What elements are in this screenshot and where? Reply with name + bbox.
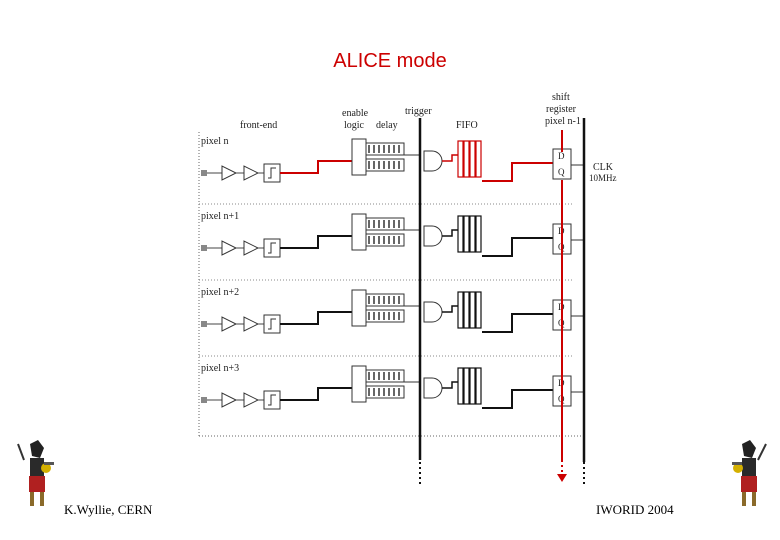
pixel-label: pixel n+3: [201, 363, 239, 374]
discriminator-box: [263, 238, 281, 258]
enable-logic-block: [351, 213, 367, 251]
fifo-cell: [475, 367, 482, 405]
clk-label: CLK: [593, 162, 614, 173]
input-terminal: [201, 170, 207, 176]
pixel-row: pixel n DQ: [201, 136, 584, 183]
pixel-row: pixel n+1DQ: [199, 203, 584, 258]
header-register: register: [546, 104, 577, 115]
fifo-cell: [469, 291, 476, 329]
preamp-triangle: [221, 165, 238, 181]
and-gate: [423, 150, 443, 172]
fifo-cell: [463, 140, 470, 178]
fifo-cell: [475, 291, 482, 329]
enable-logic-block: [351, 138, 367, 176]
fifo-cell: [457, 215, 464, 253]
header-delay: delay: [376, 120, 398, 131]
fifo-cell: [457, 291, 464, 329]
gate-to-fifo-wire: [442, 229, 458, 237]
enable-logic-block: [351, 289, 367, 327]
footer-author: K.Wyllie, CERN: [64, 502, 153, 517]
enable-logic-block: [351, 365, 367, 403]
shaper-triangle: [243, 165, 260, 181]
fifo-cell: [469, 140, 476, 178]
discriminator-symbol: [268, 242, 276, 254]
pixel-output-wire: [280, 387, 352, 401]
header-trigger: trigger: [405, 106, 432, 117]
and-gate: [423, 377, 443, 399]
discriminator-symbol: [268, 394, 276, 406]
preamp-triangle: [221, 392, 238, 408]
and-gate: [423, 225, 443, 247]
discriminator-box: [263, 314, 281, 334]
fifo-cell: [463, 215, 470, 253]
slide-title: ALICE mode: [333, 50, 447, 72]
fifo-cell: [457, 140, 464, 178]
pixel-label: pixel n: [201, 136, 229, 147]
flipflop-q-label: Q: [558, 167, 565, 177]
discriminator-box: [263, 163, 281, 183]
fifo-output-wire: [482, 313, 553, 333]
fifo-cell: [463, 291, 470, 329]
shaper-triangle: [243, 316, 260, 332]
header-pixel-n-1: pixel n-1: [545, 116, 581, 127]
pixel-output-wire: [280, 160, 352, 174]
shift-chain-arrow: [557, 474, 567, 482]
pixel-row: pixel n+2DQ: [199, 279, 584, 334]
header-enable: enable: [342, 108, 369, 119]
preamp-triangle: [221, 316, 238, 332]
fifo-output-wire: [482, 162, 553, 182]
piper-figure-left: [17, 440, 54, 506]
discriminator-symbol: [268, 318, 276, 330]
pixel-output-wire: [280, 235, 352, 249]
fifo-cell: [475, 140, 482, 178]
header-front-end: front-end: [240, 120, 277, 131]
fifo-cell: [457, 367, 464, 405]
fifo-output-wire: [482, 237, 553, 257]
gate-to-fifo-wire: [442, 381, 458, 389]
preamp-triangle: [221, 240, 238, 256]
pixel-row: pixel n+3DQ: [199, 355, 584, 410]
piper-figure-right: [732, 440, 767, 506]
and-gate: [423, 301, 443, 323]
fifo-cell: [475, 215, 482, 253]
gate-to-fifo-wire: [442, 305, 458, 313]
discriminator-symbol: [268, 167, 276, 179]
input-terminal: [201, 245, 207, 251]
fifo-cell: [469, 215, 476, 253]
gate-to-fifo-wire: [442, 154, 458, 162]
discriminator-box: [263, 390, 281, 410]
fifo-output-wire: [482, 389, 553, 409]
header-shift: shift: [552, 92, 570, 103]
pixel-label: pixel n+2: [201, 287, 239, 298]
pixel-label: pixel n+1: [201, 211, 239, 222]
footer-conference: IWORID 2004: [596, 502, 674, 517]
shaper-triangle: [243, 392, 260, 408]
shaper-triangle: [243, 240, 260, 256]
shift-register-chain: [557, 130, 567, 482]
clk-freq-label: 10MHz: [589, 173, 617, 183]
input-terminal: [201, 321, 207, 327]
header-logic: logic: [344, 120, 365, 131]
flipflop-d-label: D: [558, 151, 565, 161]
fifo-cell: [463, 367, 470, 405]
input-terminal: [201, 397, 207, 403]
pixel-output-wire: [280, 311, 352, 325]
header-fifo: FIFO: [456, 120, 478, 131]
fifo-cell: [469, 367, 476, 405]
